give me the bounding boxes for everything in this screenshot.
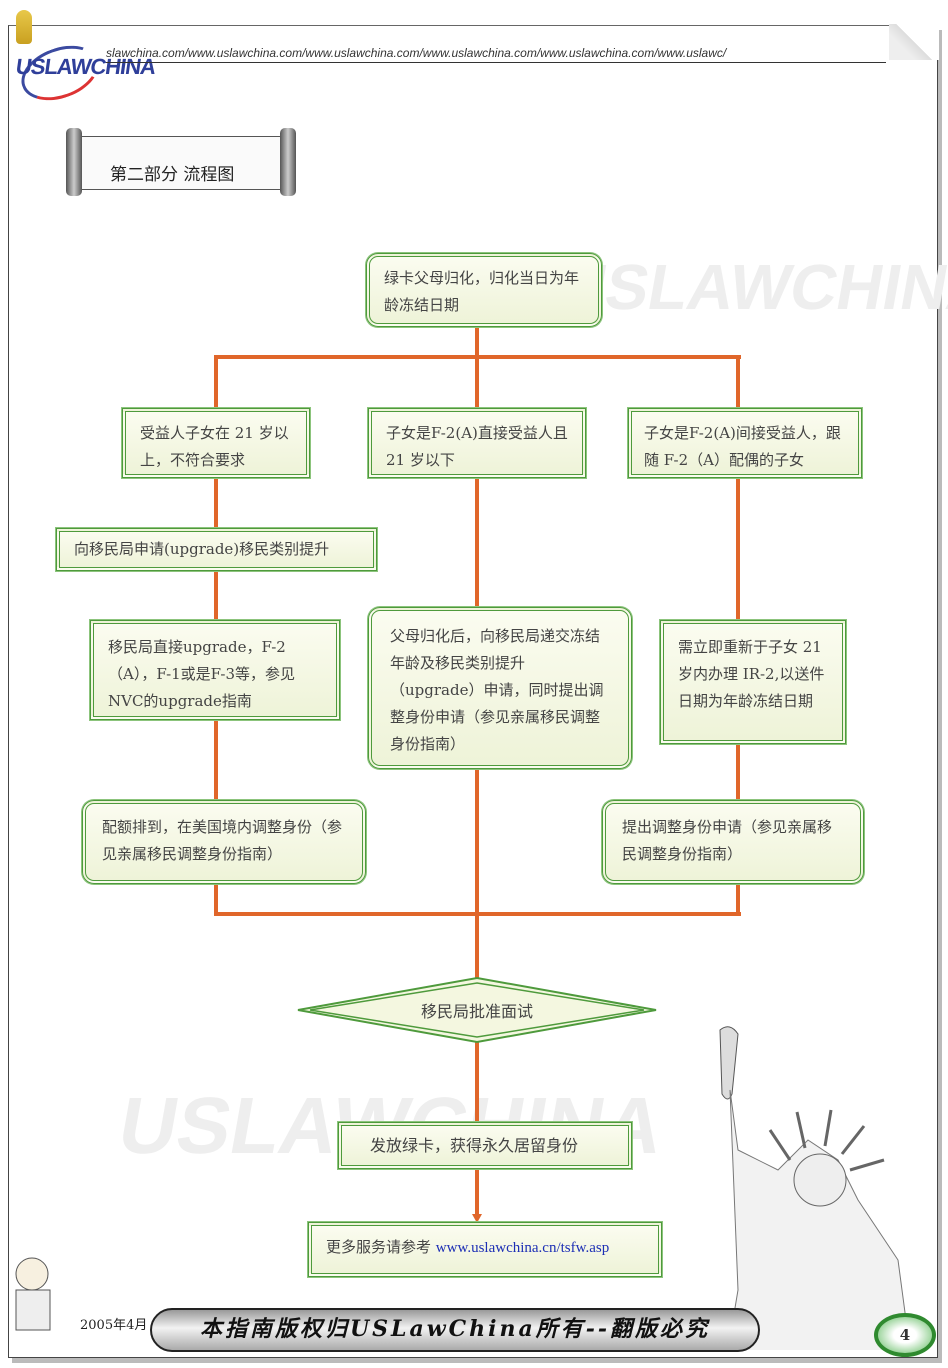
- flow-branch-right: 子女是F-2(A)间接受益人，跟随 F-2（A）配偶的子女: [628, 408, 862, 478]
- flow-branch-left: 受益人子女在 21 岁以上，不符合要求: [122, 408, 310, 478]
- page-number: 4: [874, 1313, 936, 1357]
- flow-left-upgrade: 向移民局申请(upgrade)移民类别提升: [56, 528, 377, 571]
- flow-result: 发放绿卡，获得永久居留身份: [338, 1122, 632, 1169]
- flow-middle-step: 父母归化后，向移民局递交冻结年龄及移民类别提升（upgrade）申请，同时提出调…: [368, 607, 632, 769]
- flow-right-step2: 提出调整身份申请（参见亲属移民调整身份指南）: [602, 800, 864, 884]
- more-info-link[interactable]: www.uslawchina.cn/tsfw.asp: [435, 1240, 610, 1256]
- header-url-strip: slawchina.com/www.uslawchina.com/www.usl…: [106, 46, 886, 63]
- flow-branch-middle: 子女是F-2(A)直接受益人且 21 岁以下: [368, 408, 586, 478]
- statue-of-liberty-illustration: [719, 1026, 911, 1350]
- page-frame: [8, 24, 939, 1358]
- flow-start: 绿卡父母归化，归化当日为年龄冻结日期: [366, 253, 602, 327]
- flow-decision: 移民局批准面试: [296, 976, 658, 1044]
- footer-date: 2005年4月: [80, 1318, 148, 1333]
- decision-diamond-shape: [297, 976, 657, 1044]
- flow-left-step2: 移民局直接upgrade，F-2（A），F-1或是F-3等，参见NVC的upgr…: [90, 620, 340, 720]
- section-title-scroll: 第二部分 流程图: [66, 128, 296, 196]
- arrow-down-icon: [472, 1214, 482, 1223]
- uslawchina-logo: USLAWCHINA: [13, 35, 157, 111]
- footer-copyright: 本指南版权归USLawChina所有--翻版必究: [150, 1308, 760, 1352]
- section-title: 第二部分 流程图: [110, 165, 235, 185]
- flow-more-info: 更多服务请参考 www.uslawchina.cn/tsfw.asp: [308, 1222, 662, 1277]
- connector-split: [214, 355, 741, 359]
- pushpin-icon: [16, 10, 32, 44]
- flow-right-step1: 需立即重新于子女 21 岁内办理 IR-2,以送件日期为年龄冻结日期: [660, 620, 846, 744]
- cartoon-kid-illustration: [15, 1257, 51, 1331]
- flow-left-step3: 配额排到，在美国境内调整身份（参见亲属移民调整身份指南）: [82, 800, 366, 884]
- page-fold-corner: [889, 24, 939, 60]
- connector-merge: [214, 912, 741, 916]
- more-info-text: 更多服务请参考: [326, 1238, 432, 1256]
